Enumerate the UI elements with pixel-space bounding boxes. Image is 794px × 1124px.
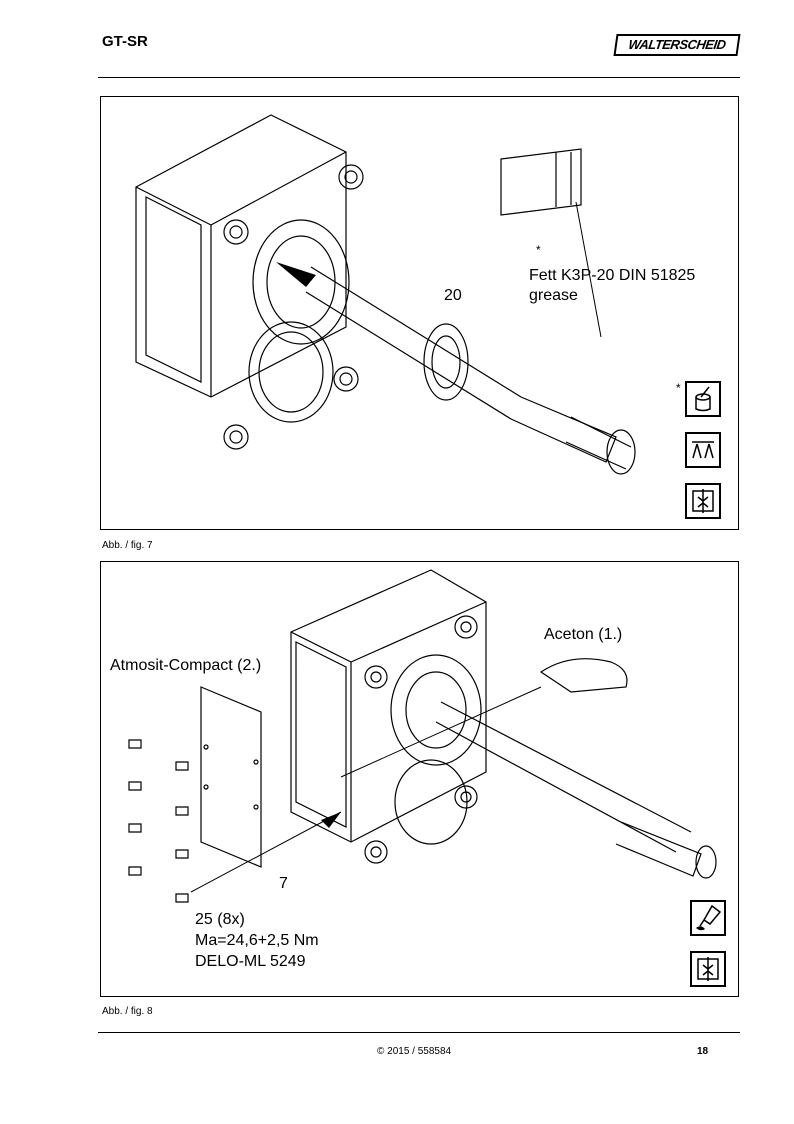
sealant-label: Atmosit-Compact (2.)	[110, 657, 262, 674]
grease-pot-glyph	[695, 386, 711, 412]
figure-7-frame	[100, 96, 739, 530]
gearbox-shaft-illustration	[135, 114, 636, 475]
figure-8-caption: Abb. / fig. 8	[102, 1006, 153, 1017]
header-divider	[98, 77, 740, 78]
document-title: GT-SR	[102, 33, 148, 50]
insert-glyph	[692, 489, 714, 513]
note-marker: *	[536, 243, 541, 257]
glue-tube-glyph	[696, 904, 722, 931]
figure-8-frame	[100, 561, 739, 997]
bolt-torque: Ma=24,6+2,5 Nm	[195, 932, 319, 949]
insert-glyph-2	[697, 957, 719, 981]
insert-icon	[685, 483, 721, 519]
gearbox-cover-illustration	[128, 569, 717, 903]
glue-tube-icon	[690, 900, 726, 936]
icon-note-marker: *	[676, 381, 681, 395]
press-fit-glyph	[692, 441, 714, 459]
copyright: © 2015 / 558584	[377, 1046, 452, 1057]
part-number-20: 20	[444, 287, 462, 304]
page-number: 18	[697, 1046, 709, 1057]
footer-divider	[98, 1032, 740, 1033]
bolt-count: 25 (8x)	[195, 911, 245, 928]
grease-spec-line1: Fett K3P-20 DIN 51825	[529, 267, 696, 284]
brand-logo: WALTERSCHEID	[613, 34, 741, 56]
aceton-label: Aceton (1.)	[544, 626, 623, 643]
insert-icon-2	[690, 951, 726, 987]
part-number-7: 7	[279, 875, 288, 892]
press-fit-icon	[685, 432, 721, 468]
thread-locker: DELO-ML 5249	[195, 953, 306, 970]
figure-7-caption: Abb. / fig. 7	[102, 540, 153, 551]
grease-spec-line2: grease	[529, 287, 578, 304]
grease-pot-icon	[685, 381, 721, 417]
